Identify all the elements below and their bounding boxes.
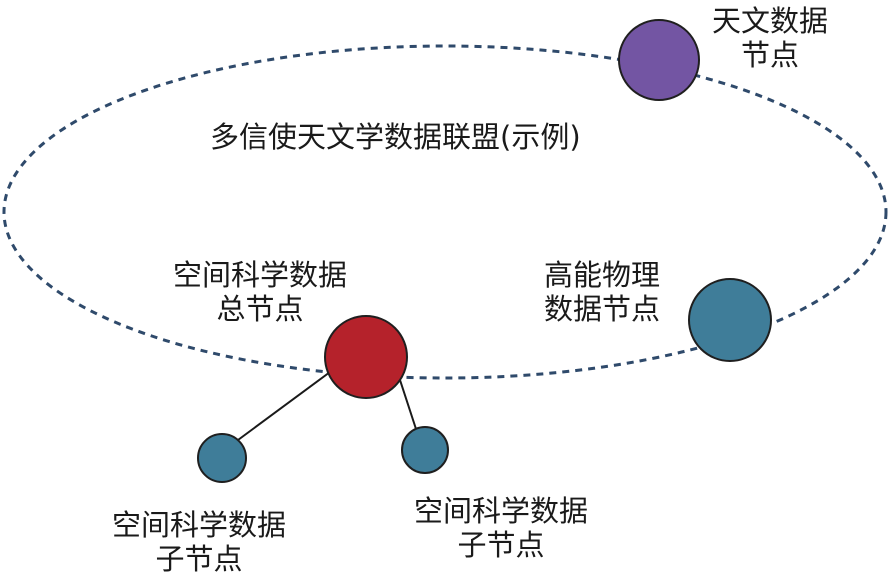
astronomy-node-label: 天文数据 节点 (696, 4, 844, 72)
high-energy-node-label: 高能物理 数据节点 (528, 258, 676, 326)
alliance-boundary (2, 44, 888, 380)
space-sub-right-node-label-line1: 空间科学数据 (413, 494, 588, 528)
space-science-main-node (324, 315, 408, 399)
astronomy-node-label-line1: 天文数据 (711, 4, 828, 38)
space-main-node-label: 空间科学数据 总节点 (155, 258, 365, 326)
connector-main-to-right-sub (399, 379, 417, 430)
space-sub-right-node-label: 空间科学数据 子节点 (396, 494, 606, 562)
connector-main-to-left-sub (237, 371, 331, 441)
space-main-node-label-line1: 空间科学数据 (172, 258, 347, 292)
space-science-sub-node-left (197, 433, 247, 483)
space-main-node-label-line2: 总节点 (216, 292, 304, 326)
astronomy-node-label-line2: 节点 (740, 38, 799, 72)
high-energy-node-label-line2: 数据节点 (543, 292, 660, 326)
alliance-title: 多信使天文学数据联盟(示例) (210, 120, 581, 154)
space-science-sub-node-right (401, 426, 449, 474)
space-sub-left-node-label-line1: 空间科学数据 (111, 508, 286, 542)
space-sub-left-node-label: 空间科学数据 子节点 (94, 508, 304, 576)
space-sub-right-node-label-line2: 子节点 (457, 528, 545, 562)
high-energy-physics-node (688, 278, 772, 362)
space-sub-left-node-label-line2: 子节点 (155, 542, 243, 576)
astronomy-node (618, 19, 700, 101)
high-energy-node-label-line1: 高能物理 (543, 258, 660, 292)
